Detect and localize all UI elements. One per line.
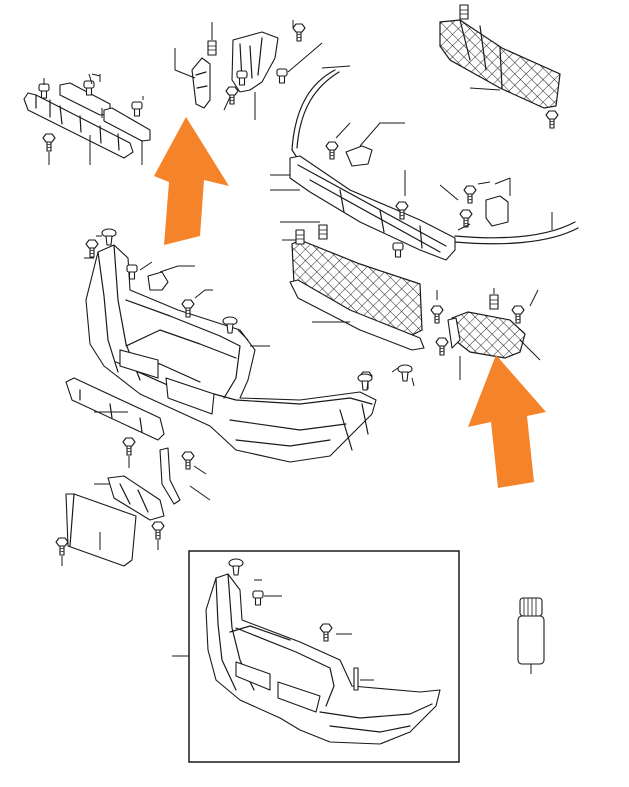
front-bumper-cover (85, 244, 377, 463)
clips-and-fasteners (359, 288, 539, 390)
side-mounting-bracket (174, 31, 279, 120)
clips-and-fasteners (439, 177, 511, 231)
clips-and-fasteners (282, 170, 409, 258)
inset-frame (172, 550, 460, 763)
clips-and-fasteners (207, 20, 323, 111)
chrome-trim-strip-upper (454, 212, 579, 245)
bumper-absorber-strip (65, 377, 165, 441)
arrow-up-icon (468, 355, 546, 488)
chrome-trim-strip-lower (289, 279, 425, 351)
bumper-reinforcement-bracket (23, 82, 151, 165)
license-plate-bracket (65, 447, 211, 567)
clips-and-fasteners (228, 558, 374, 691)
front-bumper-cover-variant (205, 573, 441, 745)
upper-grille-mesh (439, 19, 561, 109)
clips-and-fasteners (84, 228, 373, 391)
clips-and-fasteners (38, 73, 144, 165)
clips-and-fasteners (55, 437, 207, 566)
adhesive-tube (517, 597, 545, 674)
install-direction-arrow-left (154, 117, 229, 245)
arrow-up-icon (154, 117, 229, 245)
chrome-trim-strip-upper (291, 65, 351, 163)
clips-and-fasteners (270, 122, 405, 191)
install-direction-arrow-right (468, 355, 546, 488)
lower-grille-mesh (280, 155, 456, 337)
fog-lamp-grille (447, 311, 541, 380)
